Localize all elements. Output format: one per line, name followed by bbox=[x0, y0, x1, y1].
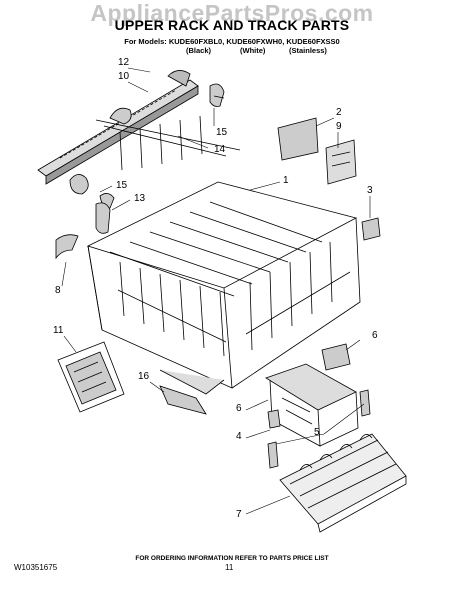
part-11 bbox=[57, 341, 125, 413]
callout-7: 7 bbox=[236, 509, 242, 520]
track-rail bbox=[37, 70, 241, 185]
callout-3: 3 bbox=[367, 185, 373, 196]
callout-10: 10 bbox=[118, 71, 130, 82]
watermark: AppliancePartsPros.com bbox=[90, 0, 374, 26]
callout-9: 9 bbox=[336, 121, 342, 132]
clip-15-top bbox=[209, 83, 225, 107]
callout-8: 8 bbox=[55, 285, 61, 296]
adjuster-4-6 bbox=[265, 343, 359, 447]
callout-6-left: 6 bbox=[236, 403, 242, 414]
callout-11: 11 bbox=[53, 325, 64, 336]
callout-2: 2 bbox=[336, 107, 342, 118]
callout-15-top: 15 bbox=[216, 127, 228, 138]
callout-1: 1 bbox=[283, 175, 289, 186]
bracket-2-9 bbox=[277, 117, 357, 185]
leader-lines bbox=[61, 67, 371, 515]
finish-stainless: (Stainless) bbox=[289, 46, 327, 55]
callout-6-right: 6 bbox=[372, 330, 378, 341]
part-16 bbox=[159, 385, 207, 415]
callout-14: 14 bbox=[214, 144, 226, 155]
clip-3 bbox=[361, 217, 381, 241]
callout-16: 16 bbox=[138, 371, 150, 382]
page-title: UPPER RACK AND TRACK PARTS bbox=[114, 17, 350, 33]
callout-13: 13 bbox=[134, 193, 146, 204]
clip-15-lower bbox=[69, 174, 115, 209]
stop-13 bbox=[95, 202, 111, 234]
ordering-note: FOR ORDERING INFORMATION REFER TO PARTS … bbox=[135, 555, 329, 562]
document-number: W10351675 bbox=[14, 563, 58, 572]
part-8 bbox=[55, 234, 79, 260]
upper-rack bbox=[86, 181, 361, 395]
callout-12: 12 bbox=[118, 57, 130, 68]
callout-15-lower: 15 bbox=[116, 180, 128, 191]
callout-5: 5 bbox=[314, 427, 320, 438]
page-number: 11 bbox=[225, 563, 234, 572]
finish-white: (White) bbox=[240, 46, 266, 55]
part-5 bbox=[267, 389, 371, 469]
tine-row-7 bbox=[279, 433, 407, 533]
finish-black: (Black) bbox=[186, 46, 212, 55]
model-list: For Models: KUDE60FXBL0, KUDE60FXWH0, KU… bbox=[124, 37, 340, 46]
callout-4: 4 bbox=[236, 431, 242, 442]
